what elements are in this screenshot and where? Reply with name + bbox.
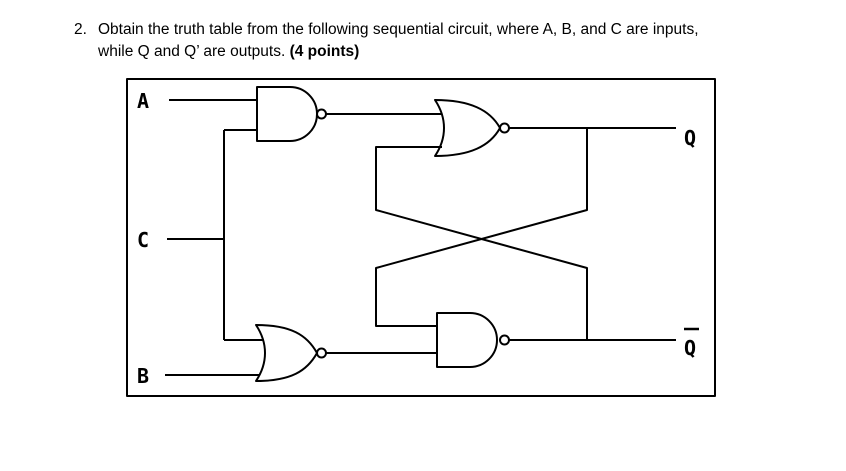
output-label-q-bar: Q <box>684 336 696 360</box>
wire-feedback-bottom <box>375 128 588 327</box>
nand-gate-bottom <box>436 312 510 368</box>
input-label-c: C <box>137 228 149 252</box>
nor-gate-top <box>434 99 510 157</box>
nand-gate-ac <box>256 86 327 142</box>
question-prompt-cont: while Q and Q’ are outputs. <box>98 43 286 60</box>
question-text: 2. Obtain the truth table from the follow… <box>74 19 834 63</box>
input-label-a: A <box>137 89 149 113</box>
question-line-1: 2. Obtain the truth table from the follow… <box>74 19 834 41</box>
question-line-2: while Q and Q’ are outputs. (4 points) <box>74 41 834 63</box>
input-label-b: B <box>137 364 149 388</box>
circuit-frame <box>126 78 716 397</box>
question-number: 2. <box>74 21 87 38</box>
nor-gate-bc <box>255 324 327 382</box>
wires <box>165 99 676 376</box>
wire-feedback-top <box>375 146 588 340</box>
output-label-q: Q <box>684 126 696 150</box>
question-prompt: Obtain the truth table from the followin… <box>98 21 699 38</box>
points-label: (4 points) <box>289 43 360 60</box>
